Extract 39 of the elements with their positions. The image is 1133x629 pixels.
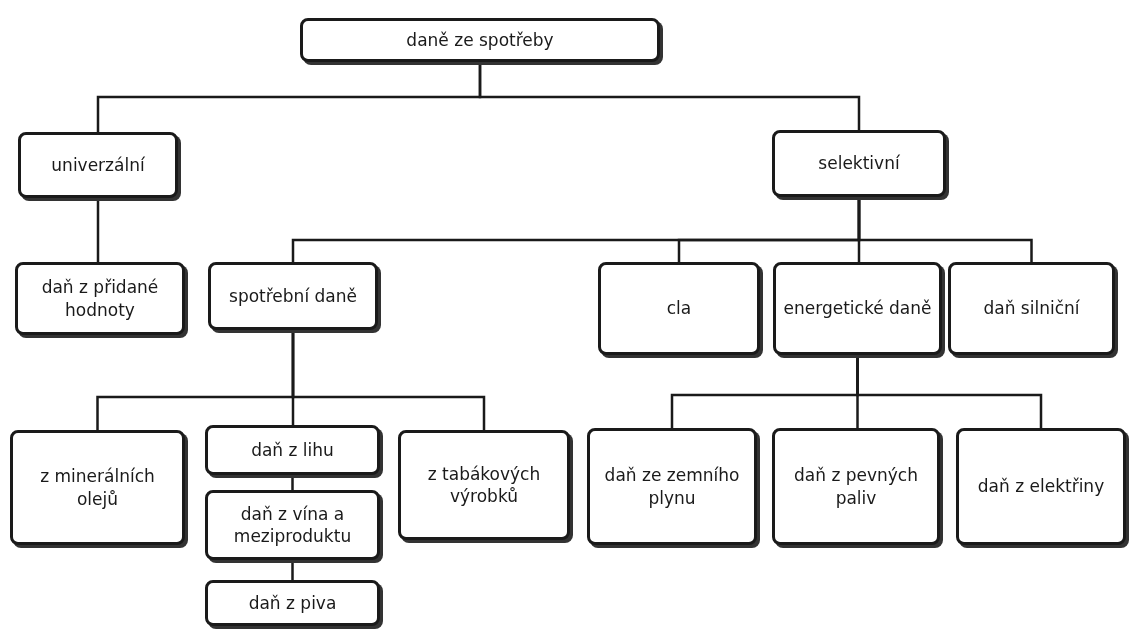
category-box	[18, 132, 178, 198]
box-label: spotřební daně	[228, 284, 358, 308]
box-label: daň silniční	[982, 297, 1081, 320]
box-label: z tabákových výrobků	[426, 462, 542, 508]
box-label: daň z přidané hodnoty	[40, 276, 160, 321]
box-label: daň z vína a meziproduktu	[232, 502, 353, 548]
category-box	[587, 428, 757, 545]
box-label: daně ze spotřeby	[405, 28, 555, 52]
connector-line	[291, 560, 294, 580]
connector-line	[96, 198, 100, 262]
category-box	[773, 262, 942, 355]
category-box	[772, 428, 940, 545]
box-label: univerzální	[50, 153, 146, 177]
box-label: daň ze zemního plynu	[603, 464, 741, 509]
category-box	[772, 130, 946, 197]
category-box	[205, 580, 380, 626]
box-label: daň z pevných paliv	[793, 464, 919, 509]
box-label: cla	[665, 297, 693, 320]
box-label: daň z elektřiny	[976, 475, 1106, 498]
category-box	[948, 262, 1115, 355]
category-box	[10, 430, 185, 545]
category-box	[598, 262, 760, 355]
box-label: daň z lihu	[250, 438, 335, 462]
category-box	[300, 18, 660, 62]
box-label: selektivní	[817, 152, 901, 175]
connector-line	[291, 475, 294, 490]
category-box	[398, 430, 570, 540]
category-box	[15, 262, 185, 335]
connector-line	[291, 330, 486, 430]
box-label: energetické daně	[782, 297, 933, 320]
category-box	[205, 425, 380, 475]
connector-line	[857, 197, 1033, 262]
box-label: daň z piva	[247, 591, 338, 615]
connector-line	[478, 62, 861, 130]
category-box	[956, 428, 1126, 545]
category-box	[205, 490, 380, 560]
category-box	[208, 262, 378, 330]
box-label: z minerálních olejů	[39, 465, 156, 510]
connector-line	[856, 355, 1043, 428]
